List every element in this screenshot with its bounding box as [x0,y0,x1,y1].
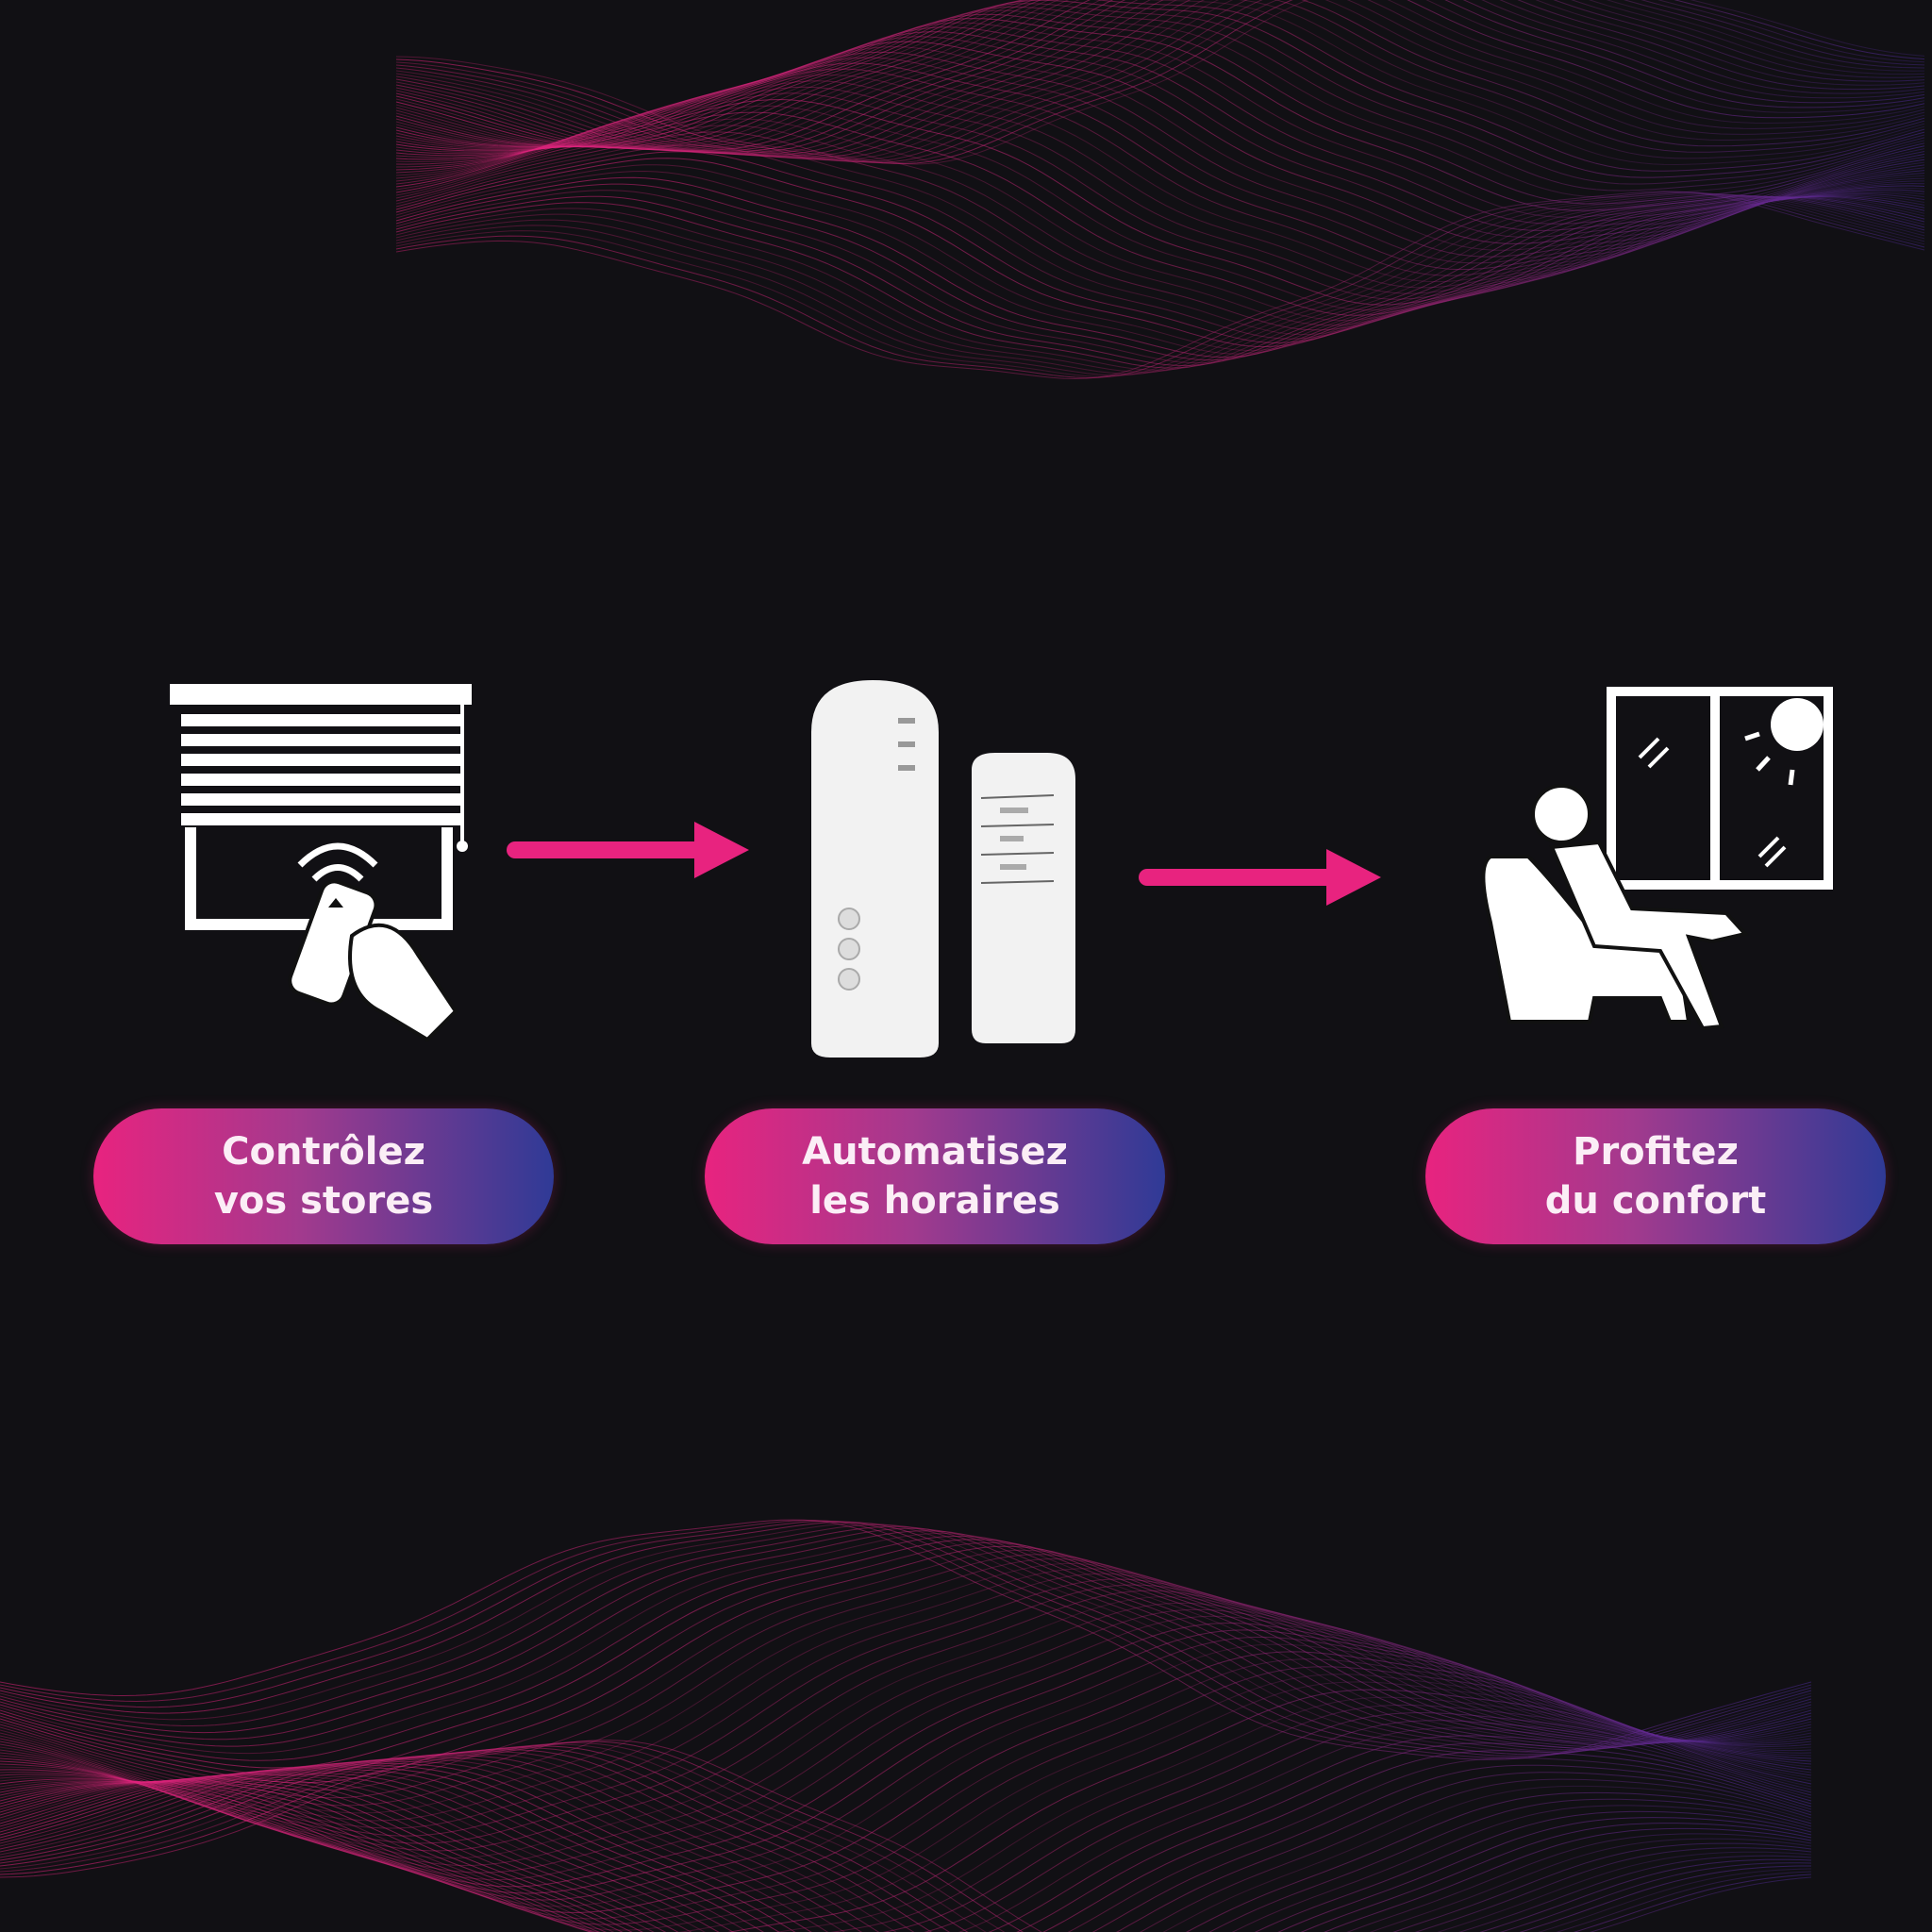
remote-timer-device-icon [807,675,1080,1062]
wave-line [0,1777,1811,1932]
wave-line [0,1630,1811,1893]
step-label-line: Automatisez [802,1127,1068,1176]
wave-line [396,7,1924,191]
wave-line [0,1533,1811,1753]
step-label-comfort: Profitez du confort [1425,1108,1886,1244]
wave-line [0,1774,1811,1932]
wave-line [0,1559,1811,1806]
step-label-line: les horaires [809,1176,1060,1225]
wave-line [396,0,1924,177]
step-label-line: vos stores [214,1176,433,1225]
step-label-line: Contrôlez [222,1127,425,1176]
step-label-line: du confort [1545,1176,1766,1225]
wave-line [0,1740,1811,1932]
arrow-right-icon [506,819,753,881]
wave-line [396,192,1924,379]
wave-line [396,177,1924,357]
relaxing-person-window-icon [1472,687,1835,1038]
wave-line [396,193,1924,375]
wave-line [0,1546,1811,1783]
wave-line [0,1591,1811,1851]
wave-line [0,1574,1811,1828]
wave-line [396,58,1924,263]
step-label-control: Contrôlez vos stores [93,1108,554,1244]
step-label-automate: Automatisez les horaires [705,1108,1165,1244]
wave-line [0,1555,1811,1798]
wave-line [0,1609,1811,1873]
wave-line [0,1773,1811,1932]
bottom-waves [0,1520,1811,1932]
blinds-remote-icon [168,681,475,1044]
step-label-line: Profitez [1573,1127,1739,1176]
wave-line [396,10,1924,197]
wave-line [396,75,1924,281]
wave-line [396,158,1924,347]
arrow-right-icon [1138,846,1385,908]
wave-line [396,139,1924,335]
wave-line [0,1766,1811,1932]
wave-line [0,1759,1811,1932]
top-waves [396,0,1924,378]
